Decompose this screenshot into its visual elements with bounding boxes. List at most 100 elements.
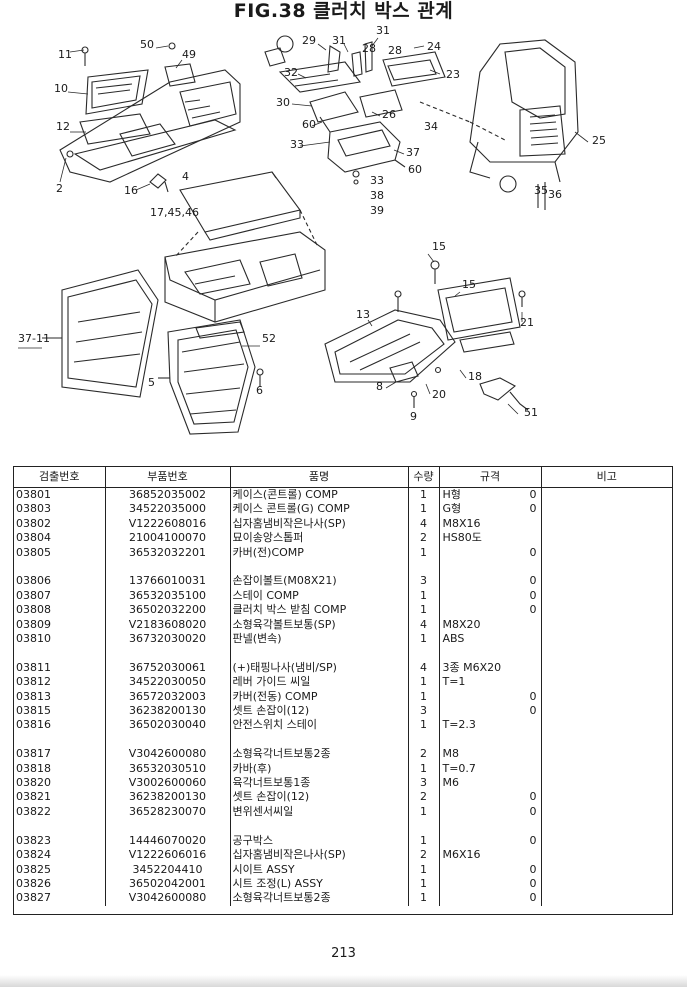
cell-quantity: 3: [408, 574, 440, 589]
exploded-view-drawing: 11 50 49 10 12 2 16 4 17,45,46 29 31 31 …: [18, 24, 606, 435]
callout-label: 4: [182, 170, 189, 183]
cell-remarks: [541, 848, 672, 862]
spec-flag: 0: [529, 804, 537, 818]
column-header-part-no: 부품번호: [105, 467, 231, 488]
callout-label: 35: [534, 184, 548, 197]
callout-label: 12: [56, 120, 70, 133]
spec-flag: 0: [529, 704, 537, 718]
cell-remarks: [541, 603, 672, 617]
cell-part-no: 34522030050: [105, 675, 231, 690]
cell-check-no: 03803: [14, 502, 106, 517]
cell-remarks: [541, 675, 672, 689]
cell-remarks: [541, 819, 672, 833]
callout-label: 38: [370, 189, 384, 202]
cell-part-no: V2183608020: [105, 617, 231, 633]
callout-label: 13: [356, 308, 370, 321]
spec-text: M8: [442, 747, 460, 761]
cell-check-no: 03812: [14, 675, 106, 690]
cell-part-no: [105, 646, 231, 661]
page-title: FIG.38 클러치 박스 관계: [233, 0, 454, 22]
spec-flag: 0: [529, 588, 537, 602]
cell-part-no: 21004100070: [105, 531, 231, 546]
cell-part-no: 14446070020: [105, 833, 231, 849]
callout-label: 26: [382, 108, 396, 121]
spec-flag: 0: [529, 545, 537, 559]
cell-quantity: 1: [408, 603, 440, 618]
column-header-part-name: 품명: [230, 467, 409, 488]
callout-label: 5: [148, 376, 155, 389]
cell-check-no: [14, 646, 106, 661]
cell-quantity: [408, 732, 440, 748]
cell-part-name: 시이트 ASSY: [230, 862, 409, 877]
column-header-quantity: 수량: [408, 467, 440, 488]
cell-part-name: 클러치 박스 받침 COMP: [230, 603, 409, 618]
callout-label: 33: [370, 174, 384, 187]
cell-quantity: 1: [408, 588, 440, 604]
cell-remarks: [541, 574, 672, 588]
cell-part-no: V3042600080: [105, 891, 231, 906]
callout-label: 36: [548, 188, 562, 201]
cell-spec: [439, 560, 542, 575]
cell-remarks: [541, 805, 672, 819]
table-spacer-row: [14, 560, 672, 575]
cell-check-no: 03824: [14, 848, 106, 863]
cell-part-name: [230, 560, 409, 575]
table-spacer-row: [14, 732, 672, 748]
cell-quantity: 2: [408, 531, 440, 546]
cell-quantity: 3: [408, 776, 440, 791]
cell-part-no: V1222608016: [105, 516, 231, 532]
cell-check-no: 03823: [14, 833, 106, 849]
cell-check-no: 03817: [14, 747, 106, 762]
cell-check-no: [14, 560, 106, 575]
cell-check-no: 03808: [14, 603, 106, 618]
callout-label: 15: [432, 240, 446, 253]
column-header-spec: 규격: [439, 467, 542, 488]
cell-remarks: [541, 747, 672, 761]
cell-remarks: [541, 646, 672, 660]
cell-check-no: 03809: [14, 617, 106, 633]
cell-part-no: 36502030040: [105, 718, 231, 733]
cell-check-no: 03801: [14, 487, 106, 503]
cell-quantity: 2: [408, 848, 440, 863]
cell-remarks: [541, 762, 672, 776]
cell-check-no: 03804: [14, 531, 106, 546]
cell-quantity: [408, 560, 440, 575]
spec-flag: 0: [529, 574, 537, 588]
cell-part-no: 34522035000: [105, 502, 231, 517]
spec-text: M6: [442, 776, 460, 790]
cell-remarks: [541, 877, 672, 891]
cell-part-name: 변위센서씨일: [230, 804, 409, 820]
callout-label: 11: [58, 48, 72, 61]
page-number: 213: [331, 946, 356, 961]
cell-part-name: 카바(후): [230, 761, 409, 777]
cell-part-no: 3452204410: [105, 862, 231, 877]
cell-part-name: 소형육각너트보통2종: [230, 891, 409, 906]
cell-spec: 0: [439, 804, 542, 820]
spec-text: 3종 M6X20: [442, 660, 502, 674]
cell-remarks: [541, 531, 672, 545]
callout-label: 17,45,46: [150, 206, 199, 219]
cell-spec: M8: [439, 747, 542, 762]
cell-part-name: 판넬(변속): [230, 632, 409, 647]
cell-part-name: 안전스위치 스테이: [230, 718, 409, 733]
cell-remarks: [541, 488, 672, 503]
cell-check-no: 03820: [14, 776, 106, 791]
callout-label: 32: [284, 66, 298, 79]
cell-part-no: V1222606016: [105, 848, 231, 863]
cell-quantity: 1: [408, 876, 440, 892]
callout-label: 9: [410, 410, 417, 423]
cell-remarks: [541, 790, 672, 804]
cell-spec: 0: [439, 891, 542, 906]
cell-part-name: 셋트 손잡이(12): [230, 704, 409, 719]
spec-flag: 0: [529, 790, 537, 804]
cell-part-name: 묘이송앙스톱퍼: [230, 531, 409, 546]
spec-flag: 0: [529, 891, 537, 905]
spec-text: H형: [442, 488, 461, 501]
cell-part-name: 케이스(콘트롤) COMP: [230, 487, 409, 503]
